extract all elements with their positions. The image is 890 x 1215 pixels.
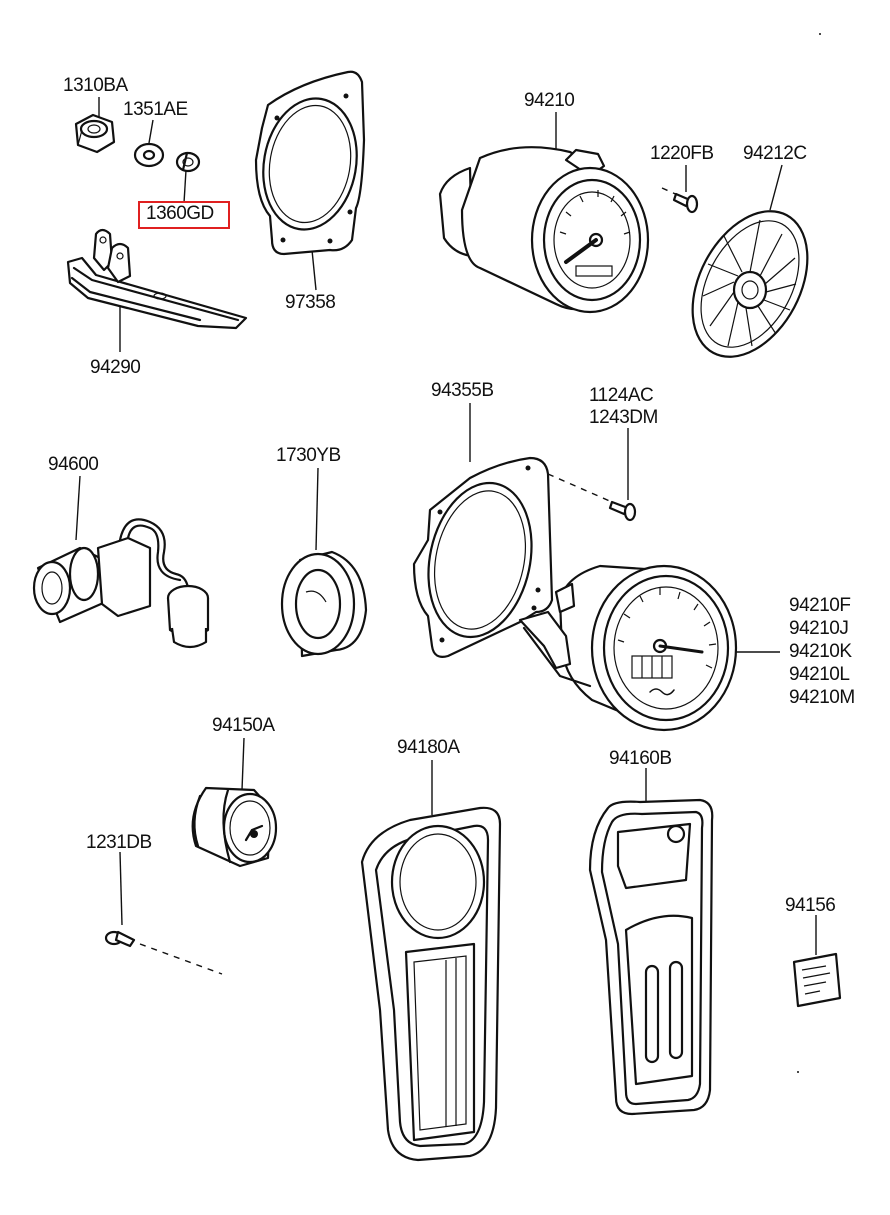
part-label-94290: 94290	[90, 357, 141, 378]
highlight-box-1360gd	[138, 201, 230, 229]
part-label-1124ac: 1124AC	[589, 385, 654, 406]
nut-1310ba-drawing	[74, 113, 116, 154]
screw-1220fb-drawing	[661, 187, 699, 214]
part-label-94210l: 94210L	[789, 664, 850, 685]
part-label-1310ba: 1310BA	[63, 75, 128, 96]
tachometer-94210f-drawing	[518, 564, 738, 732]
part-label-94210j: 94210J	[789, 618, 849, 639]
part-label-94180a: 94180A	[397, 737, 460, 758]
part-label-1351ae: 1351AE	[123, 99, 188, 120]
part-label-1231db: 1231DB	[86, 832, 152, 853]
part-label-1360gd[interactable]: 1360GD	[146, 203, 214, 224]
part-label-1243dm: 1243DM	[589, 407, 658, 428]
part-label-97358: 97358	[285, 292, 336, 313]
part-label-94210m: 94210M	[789, 687, 855, 708]
part-label-94212c: 94212C	[743, 143, 807, 164]
part-label-1220fb: 1220FB	[650, 143, 714, 164]
part-label-94600: 94600	[48, 454, 99, 475]
part-label-1730yb: 1730YB	[276, 445, 341, 466]
washer-1351ae-drawing	[133, 142, 165, 168]
part-label-94355b: 94355B	[431, 380, 494, 401]
dial-face-94212c-drawing	[691, 210, 809, 358]
panel-94160b-drawing	[588, 798, 714, 1116]
grommet-1730yb-drawing	[280, 550, 368, 658]
speedometer-94210-drawing	[438, 146, 650, 314]
part-label-94150a: 94150A	[212, 715, 275, 736]
part-label-94156: 94156	[785, 895, 836, 916]
screw-1231db-drawing	[104, 930, 223, 975]
bezel-94180a-drawing	[360, 806, 502, 1162]
sensor-94600-drawing	[32, 518, 210, 649]
part-label-94210k: 94210K	[789, 641, 852, 662]
gasket-94355b-drawing	[412, 456, 613, 658]
part-label-94160b: 94160B	[609, 748, 672, 769]
part-label-94210f: 94210F	[789, 595, 851, 616]
screw-1124ac-drawing	[608, 500, 637, 522]
bulb-holder-94150a-drawing	[191, 786, 278, 868]
lock-washer-1360gd-drawing	[175, 151, 201, 173]
label-94156-drawing	[792, 952, 842, 1008]
part-label-94210: 94210	[524, 90, 575, 111]
gasket-97358-drawing	[254, 70, 366, 256]
bracket-94290-drawing	[66, 228, 248, 330]
